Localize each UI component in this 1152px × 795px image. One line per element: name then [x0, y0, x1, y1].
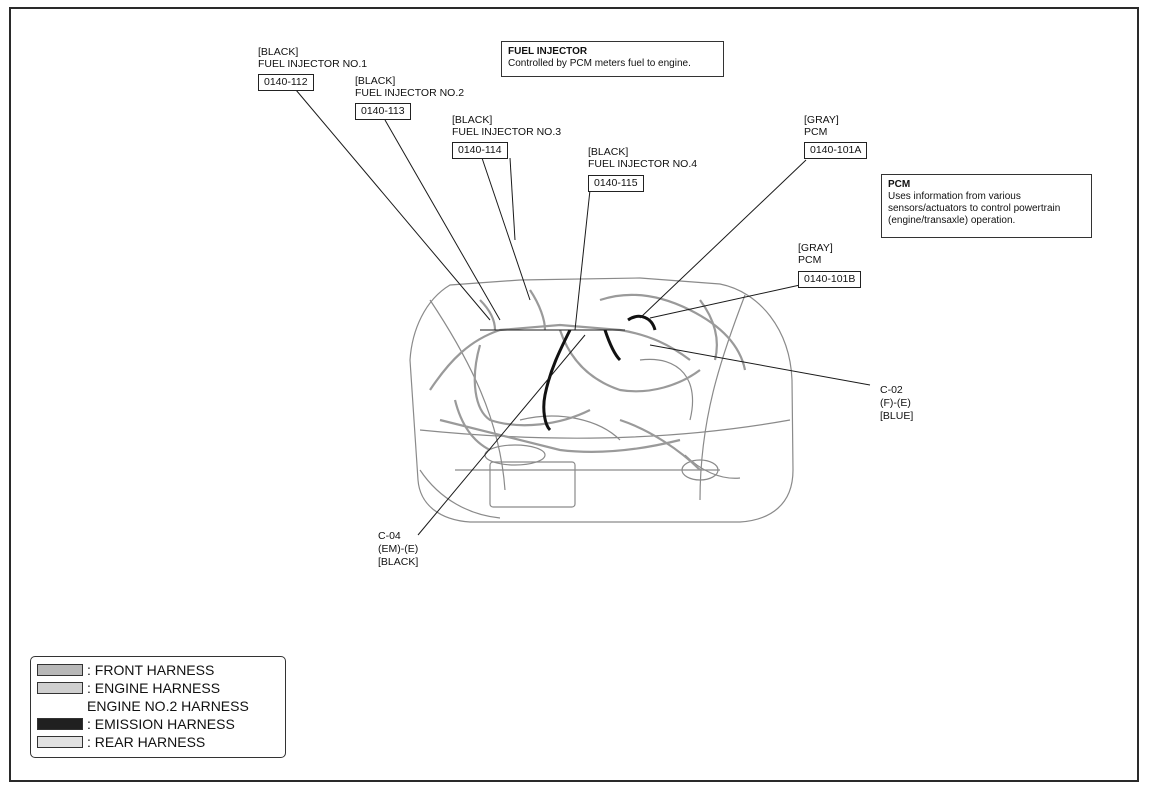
- pcm-b-color: [GRAY]: [798, 242, 833, 254]
- connector-c02-type: (F)-(E): [880, 397, 911, 409]
- pcm-a-code: 0140-101A: [804, 142, 868, 159]
- connector-c04-type: (EM)-(E): [378, 543, 419, 555]
- connector-c02-color: [BLUE]: [880, 410, 914, 422]
- legend-row-rear: : REAR HARNESS: [37, 733, 279, 751]
- car-body-outline: [409, 277, 794, 523]
- emission-harness-bundle: [542, 314, 657, 432]
- emission-harness-swatch: [37, 718, 83, 730]
- legend-row-front: : FRONT HARNESS: [37, 661, 279, 679]
- fuel-injector-4-color: [BLACK]: [588, 146, 629, 158]
- light-harness-bundles: [429, 289, 747, 471]
- engine-harness-swatch: [37, 682, 83, 694]
- legend-row-engine: : ENGINE HARNESS: [37, 679, 279, 697]
- fuel-injector-4-name: FUEL INJECTOR NO.4: [588, 158, 698, 170]
- legend-emission-label: : EMISSION HARNESS: [87, 716, 235, 732]
- fuel-injector-1-color: [BLACK]: [258, 46, 299, 58]
- legend-row-emission: : EMISSION HARNESS: [37, 715, 279, 733]
- connector-c02-id: C-02: [880, 384, 903, 396]
- connector-c04-id: C-04: [378, 530, 401, 542]
- fuel-injector-4-code: 0140-115: [588, 175, 644, 192]
- legend-front-label: : FRONT HARNESS: [87, 662, 215, 678]
- leader-lines: [295, 89, 871, 536]
- fuel-injector-2-color: [BLACK]: [355, 75, 396, 87]
- legend-engine2-label: ENGINE NO.2 HARNESS: [87, 698, 249, 714]
- pcm-note-line1: Uses information from various: [888, 191, 1021, 202]
- legend-rear-label: : REAR HARNESS: [87, 734, 206, 750]
- pcm-b-code: 0140-101B: [798, 271, 862, 288]
- harness-legend: : FRONT HARNESS : ENGINE HARNESS ENGINE …: [30, 656, 286, 758]
- fuel-injector-3-name: FUEL INJECTOR NO.3: [452, 126, 562, 138]
- fuel-injector-3-color: [BLACK]: [452, 114, 493, 126]
- fuel-injector-2-name: FUEL INJECTOR NO.2: [355, 87, 465, 99]
- pcm-a-color: [GRAY]: [804, 114, 839, 126]
- connector-c04-color: [BLACK]: [378, 556, 419, 568]
- rear-harness-swatch: [37, 736, 83, 748]
- fuel-injector-note: FUEL INJECTOR Controlled by PCM meters f…: [501, 41, 724, 77]
- diagram-frame: [9, 7, 1139, 782]
- fuel-injector-3-code: 0140-114: [452, 142, 508, 159]
- legend-engine-label: : ENGINE HARNESS: [87, 680, 221, 696]
- pcm-b-name: PCM: [798, 254, 822, 266]
- fuel-injector-2-code: 0140-113: [355, 103, 411, 120]
- fuel-injector-note-title: FUEL INJECTOR: [508, 46, 588, 57]
- fuel-injector-note-text: Controlled by PCM meters fuel to engine.: [508, 58, 691, 69]
- fuel-injector-1-name: FUEL INJECTOR NO.1: [258, 58, 368, 70]
- front-harness-swatch: [37, 664, 83, 676]
- fuel-injector-1-code: 0140-112: [258, 74, 314, 91]
- pcm-note-line3: (engine/transaxle) operation.: [888, 215, 1016, 226]
- pcm-note-title: PCM: [888, 179, 911, 190]
- pcm-a-name: PCM: [804, 126, 828, 138]
- pcm-note-line2: sensors/actuators to control powertrain: [888, 203, 1061, 214]
- pcm-note: PCM Uses information from various sensor…: [881, 174, 1092, 238]
